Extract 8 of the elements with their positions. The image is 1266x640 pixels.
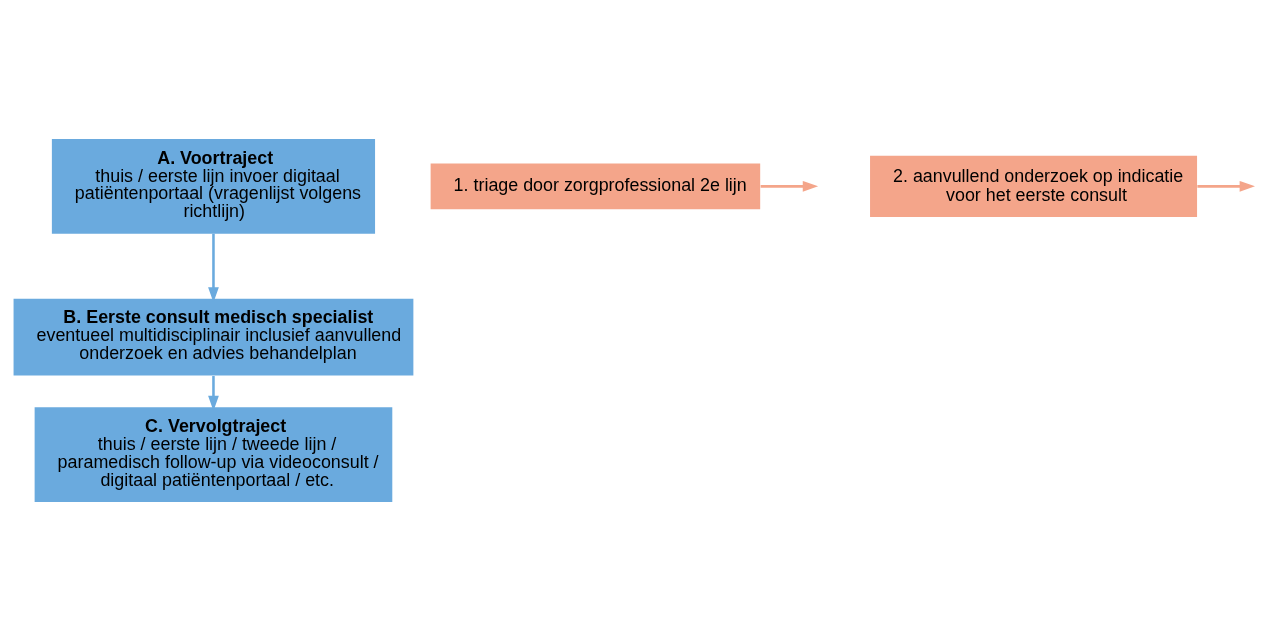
node-box: 2. aanvullend onderzoek op indicatie voor het eerste consult: [870, 155, 1198, 217]
node-box: C. Vervolgtraject thuis / eerste lijn / tweede lijn / paramedisch follow-up via videoconsult / digitaal patiëntenportaal / etc.: [34, 406, 393, 502]
node-box: 1. triage door zorgprofessional 2e lijn: [430, 162, 761, 209]
arrow: [760, 180, 819, 192]
arrow: [1197, 180, 1255, 192]
arrow: [208, 375, 219, 411]
node-box: A. Voortraject thuis / eerste lijn invoer digitaal patiëntenportaal (vragenlijst volgens richtlijn): [51, 138, 376, 234]
node-box: B. Eerste consult medisch specialist eventueel multidisciplinair inclusief aanvullend onderzoek en advies behandelplan: [13, 298, 414, 375]
